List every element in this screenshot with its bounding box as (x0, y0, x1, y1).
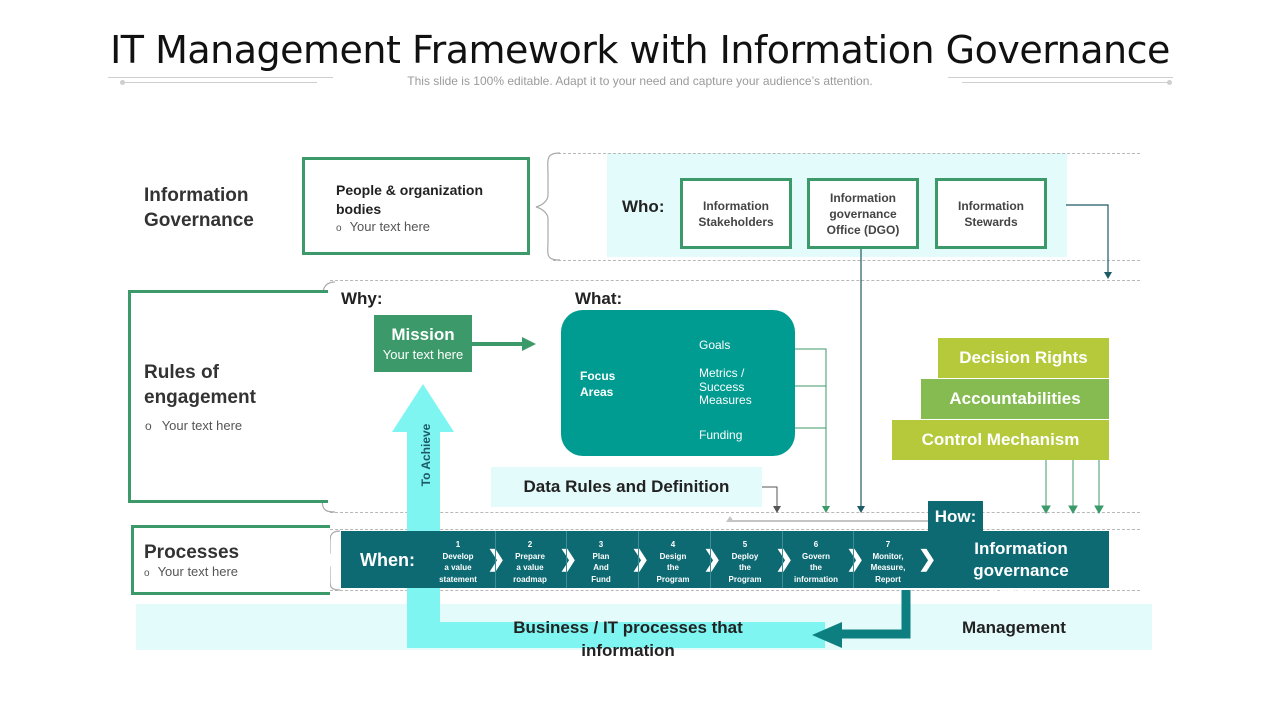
rules-engagement-box (128, 290, 328, 503)
separator-line (330, 529, 1140, 530)
people-organization-box (302, 157, 530, 255)
chevron-right-icon: ❯ (846, 546, 865, 571)
chevron-right-icon: ❯ (559, 546, 578, 571)
chevron-right-icon: ❯ (775, 546, 794, 571)
how-connector (729, 520, 958, 522)
step-divider (853, 531, 854, 588)
to-achieve-label: To Achieve (419, 423, 433, 487)
title-dot-right (1167, 80, 1172, 85)
connector-data-rules (762, 486, 778, 506)
focus-bracket (795, 348, 827, 506)
arrowhead (773, 506, 781, 513)
step-divider (495, 531, 496, 588)
arrowhead (726, 516, 734, 522)
control-mechanism-bar: Control Mechanism (892, 420, 1109, 460)
return-arrowhead (812, 622, 842, 648)
decision-rights-bar: Decision Rights (938, 338, 1109, 378)
label-information-governance: Information Governance (144, 185, 254, 231)
mission-arrowhead (522, 337, 536, 351)
label-processes: Processes (144, 542, 240, 563)
chevron-right-icon: ❯ (487, 546, 506, 571)
focus-funding: Funding (699, 428, 743, 442)
focus-metrics: Metrics / Success Measures (699, 366, 752, 407)
chevron-right-icon: ❯ (703, 546, 722, 571)
label-rules-of-engagement: Rules of engagement (144, 362, 256, 408)
chevron-right-icon: ❯ (918, 546, 937, 571)
how-box: How: (928, 501, 983, 532)
mission-box: Mission Your text here (374, 315, 472, 372)
when-process-bar (341, 531, 1109, 588)
mission-title: Mission (391, 325, 455, 344)
title-underline-right (948, 77, 1173, 78)
step-divider (710, 531, 711, 588)
people-box-title: People & organization bodies (336, 182, 484, 217)
step-divider (638, 531, 639, 588)
separator-line (330, 512, 1140, 513)
arrowhead (822, 506, 830, 513)
information-governance-process-label: Information governance process (973, 539, 1069, 602)
what-label: What: (575, 289, 623, 308)
page-subtitle: This slide is 100% editable. Adapt it to… (407, 74, 873, 88)
title-underline-right-lower (962, 82, 1170, 83)
return-arrow (838, 590, 911, 639)
focus-areas-label: Focus Areas (580, 369, 616, 399)
accountabilities-bar: Accountabilities (921, 379, 1109, 419)
bullet-circle-icon: o (144, 568, 150, 579)
business-it-processes-label: Business / IT processes that information (513, 618, 743, 660)
focus-goals: Goals (699, 338, 731, 352)
arrowhead (1104, 272, 1112, 279)
separator-line (330, 280, 1140, 281)
step-divider (566, 531, 567, 588)
when-label: When: (360, 550, 415, 570)
title-underline-left-lower (122, 82, 317, 83)
separator-line (553, 153, 1140, 154)
page-title: IT Management Framework with Information… (110, 28, 1170, 72)
title-dot-left (120, 80, 125, 85)
separator-line (553, 260, 1140, 261)
bullet-circle-icon: o (145, 419, 152, 433)
chevron-right-icon: ❯ (631, 546, 650, 571)
data-rules-box: Data Rules and Definition (491, 467, 762, 507)
arrowhead (857, 506, 865, 513)
focus-areas-panel (561, 310, 795, 456)
processes-box (131, 525, 330, 595)
bullet-circle-icon: o (336, 223, 342, 234)
to-achieve-arrow (392, 384, 825, 648)
step-divider (782, 531, 783, 588)
title-underline-left (108, 77, 333, 78)
management-label: Management (962, 618, 1066, 637)
connector-stewards (1066, 204, 1109, 272)
separator-line (330, 590, 1140, 591)
who-label: Who: (622, 197, 665, 216)
stack-arrows (1041, 460, 1104, 515)
mission-text: Your text here (382, 347, 464, 362)
brace-info-gov (535, 152, 561, 261)
why-label: Why: (341, 289, 383, 308)
